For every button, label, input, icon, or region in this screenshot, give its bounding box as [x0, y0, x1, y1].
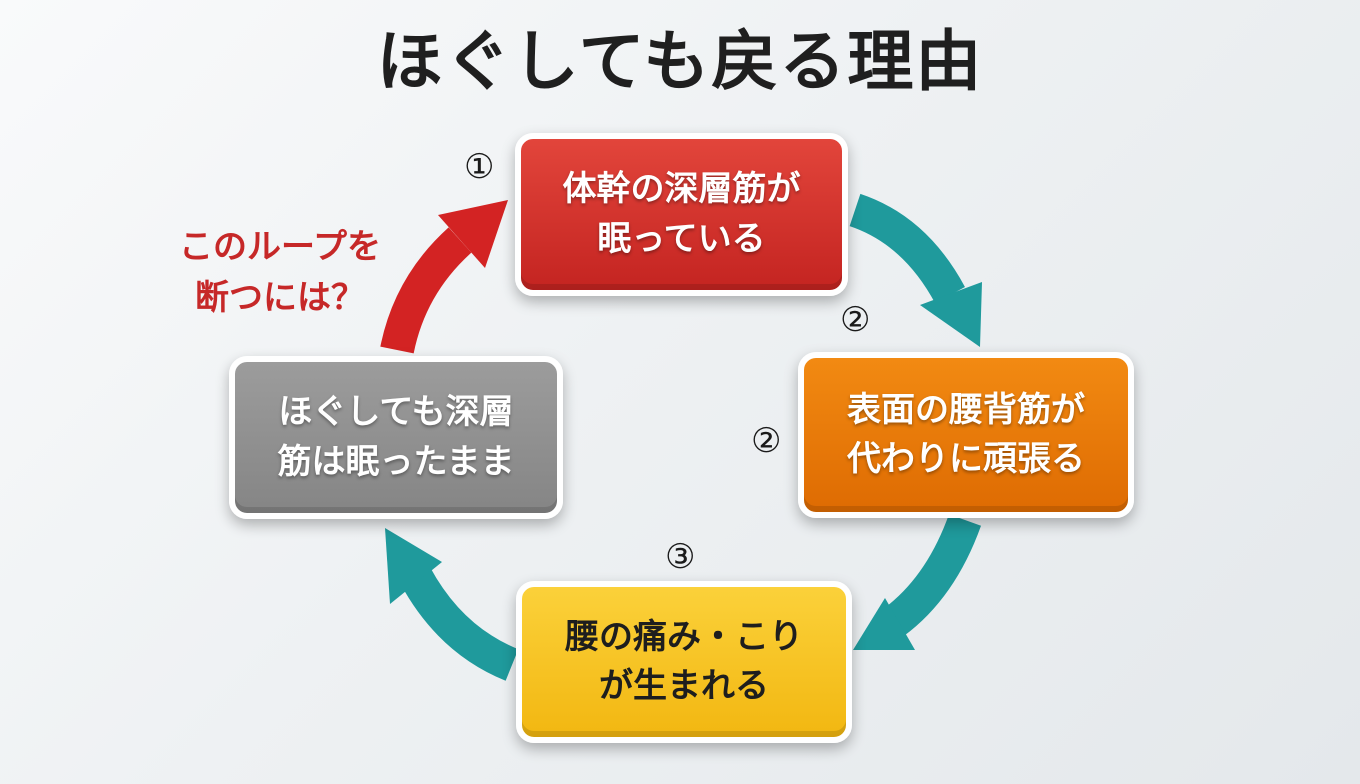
step-box-back-pain: 腰の痛み・こり が生まれる: [516, 581, 852, 743]
step-box-line: 体幹の深層筋が: [562, 169, 801, 210]
step-box-line: 表面の腰背筋が: [847, 389, 1085, 430]
step-box-line: ほぐしても深層: [278, 392, 514, 433]
step-number-2-side: ②: [751, 421, 782, 461]
step-box-line: 眠っている: [597, 218, 766, 259]
arrow-head-gray-to-red: [438, 200, 508, 268]
arrow-red-to-orange: [849, 193, 965, 304]
step-box-surface-muscle-compensates: 表面の腰背筋が 代わりに頑張る: [798, 352, 1134, 518]
loop-question-line: このループを: [179, 227, 381, 267]
page-title: ほぐしても戻る理由: [376, 23, 984, 100]
arrow-head-yellow-to-gray: [385, 528, 442, 604]
step-box-line: 筋は眠ったまま: [277, 441, 515, 482]
arrow-gray-to-red: [380, 227, 472, 354]
step-number-3: ③: [665, 537, 696, 577]
step-box-deep-muscle-still-asleep: ほぐしても深層 筋は眠ったまま: [229, 356, 563, 519]
step-box-line: 代わりに頑張る: [847, 439, 1085, 479]
step-box-line: が生まれる: [599, 666, 769, 706]
step-box-line: 腰の痛み・こり: [565, 616, 803, 657]
step-box-deep-muscle-asleep: 体幹の深層筋が 眠っている: [515, 133, 848, 296]
arrow-orange-to-yellow: [879, 514, 982, 639]
step-number-2: ②: [840, 300, 871, 340]
arrow-head-red-to-orange: [920, 282, 982, 347]
step-number-1: ①: [464, 147, 495, 187]
arrow-head-orange-to-yellow: [853, 598, 915, 650]
loop-question: このループを 断つには？: [135, 222, 425, 324]
loop-question-line: 断つには？: [195, 278, 365, 318]
arrow-yellow-to-gray: [400, 566, 519, 681]
